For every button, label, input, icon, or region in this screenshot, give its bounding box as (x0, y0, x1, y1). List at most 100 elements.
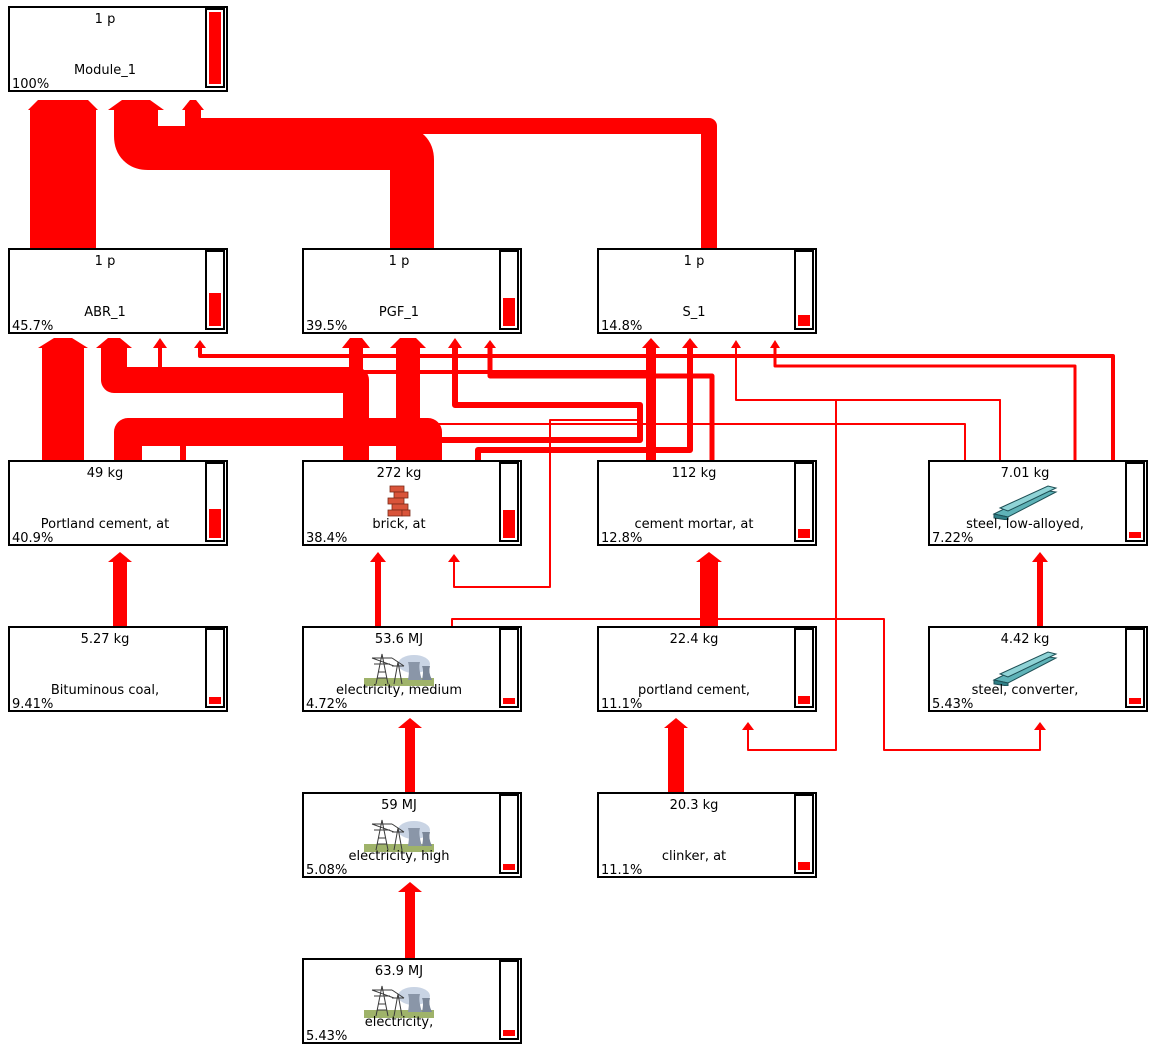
node-amount: 272 kg (376, 466, 422, 481)
contribution-gauge (499, 250, 519, 330)
contribution-gauge-fill (798, 315, 810, 326)
arrowhead (731, 340, 741, 348)
node-percent: 100% (12, 77, 50, 92)
arrowhead (484, 340, 496, 348)
contribution-gauge (794, 250, 814, 330)
contribution-gauge-fill (209, 12, 221, 84)
flow-brick-to-s (475, 346, 693, 460)
node-percent: 7.22% (932, 531, 974, 546)
arrowhead (38, 338, 88, 348)
contribution-gauge-fill (503, 864, 515, 870)
node-label: Portland cement, at (40, 517, 170, 532)
arrowhead (642, 338, 660, 348)
node-percent: 40.9% (12, 531, 54, 546)
node-percent: 39.5% (306, 319, 348, 334)
arrowhead (664, 718, 688, 728)
process-node-pgf-1[interactable]: 1 p PGF_1 39.5% (302, 248, 522, 334)
node-amount: 112 kg (671, 466, 717, 481)
steel-beam-icon (990, 484, 1060, 520)
arrowhead (1032, 552, 1048, 562)
contribution-gauge-fill (798, 528, 810, 538)
node-label: cement mortar, at (634, 517, 754, 532)
process-node-bituminous-coal[interactable]: 5.27 kg Bituminous coal,9.41% (8, 626, 228, 712)
contribution-gauge (794, 794, 814, 874)
process-node-abr-1[interactable]: 1 p ABR_1 45.7% (8, 248, 228, 334)
contribution-gauge-fill (798, 862, 810, 870)
flow-portland-to-steel (184, 423, 966, 460)
node-amount: 1 p (388, 254, 410, 269)
contribution-gauge (794, 628, 814, 708)
node-amount: 22.4 kg (669, 632, 719, 647)
contribution-gauge-fill (1129, 698, 1141, 704)
process-node-brick-at[interactable]: 272 kg brick, at 38.4% (302, 460, 522, 546)
arrowhead (342, 338, 370, 348)
node-percent: 9.41% (12, 697, 54, 712)
node-amount: 1 p (94, 254, 116, 269)
arrowhead (770, 340, 780, 348)
flow-mortar-to-pgf (487, 346, 715, 460)
power-plant-icon (364, 650, 434, 686)
contribution-gauge-fill (209, 508, 221, 538)
node-label: brick, at (372, 517, 426, 532)
arrowhead (448, 338, 462, 348)
node-label: Bituminous coal, (50, 683, 160, 698)
node-percent: 11.1% (601, 697, 643, 712)
node-label: portland cement, (637, 683, 751, 698)
flow-s-to-module (185, 108, 717, 248)
arrowhead (28, 100, 98, 110)
arrowhead (390, 338, 426, 348)
node-amount: 20.3 kg (669, 798, 719, 813)
node-label: PGF_1 (378, 305, 420, 320)
node-amount: 5.27 kg (80, 632, 130, 647)
flow-brick-to-portland (114, 418, 442, 460)
power-plant-icon (364, 816, 434, 852)
arrowhead (370, 552, 386, 562)
arrowhead (696, 552, 722, 562)
node-label: ABR_1 (84, 305, 126, 320)
node-percent: 11.1% (601, 863, 643, 878)
contribution-gauge-fill (503, 698, 515, 704)
contribution-gauge (205, 628, 225, 708)
node-amount: 4.42 kg (1000, 632, 1050, 647)
contribution-gauge-fill (209, 697, 221, 704)
node-amount: 63.9 MJ (374, 964, 424, 979)
node-label: S_1 (682, 305, 706, 320)
process-node-portland-cement[interactable]: 22.4 kg portland cement,11.1% (597, 626, 817, 712)
contribution-gauge (499, 794, 519, 874)
node-amount: 59 MJ (381, 798, 417, 813)
node-percent: 5.08% (306, 863, 348, 878)
node-label: steel, converter, (971, 683, 1079, 698)
flow-loop-brick (453, 419, 640, 588)
arrowhead (182, 100, 204, 110)
arrowhead (682, 338, 698, 348)
contribution-gauge (1125, 628, 1145, 708)
contribution-gauge (205, 462, 225, 542)
brick-icon (364, 484, 434, 520)
node-label: electricity, medium (335, 683, 463, 698)
arrowhead (398, 718, 422, 728)
node-amount: 1 p (683, 254, 705, 269)
node-amount: 49 kg (86, 466, 124, 481)
contribution-gauge (499, 960, 519, 1040)
flow-steel-to-s (773, 346, 1077, 460)
arrowhead (153, 338, 167, 348)
node-label: electricity, (364, 1015, 434, 1030)
arrowhead (108, 552, 132, 562)
node-percent: 38.4% (306, 531, 348, 546)
contribution-gauge (205, 250, 225, 330)
contribution-gauge (499, 628, 519, 708)
node-percent: 45.7% (12, 319, 54, 334)
flow-steel-to-abr (198, 346, 1115, 460)
arrowhead (742, 722, 754, 730)
